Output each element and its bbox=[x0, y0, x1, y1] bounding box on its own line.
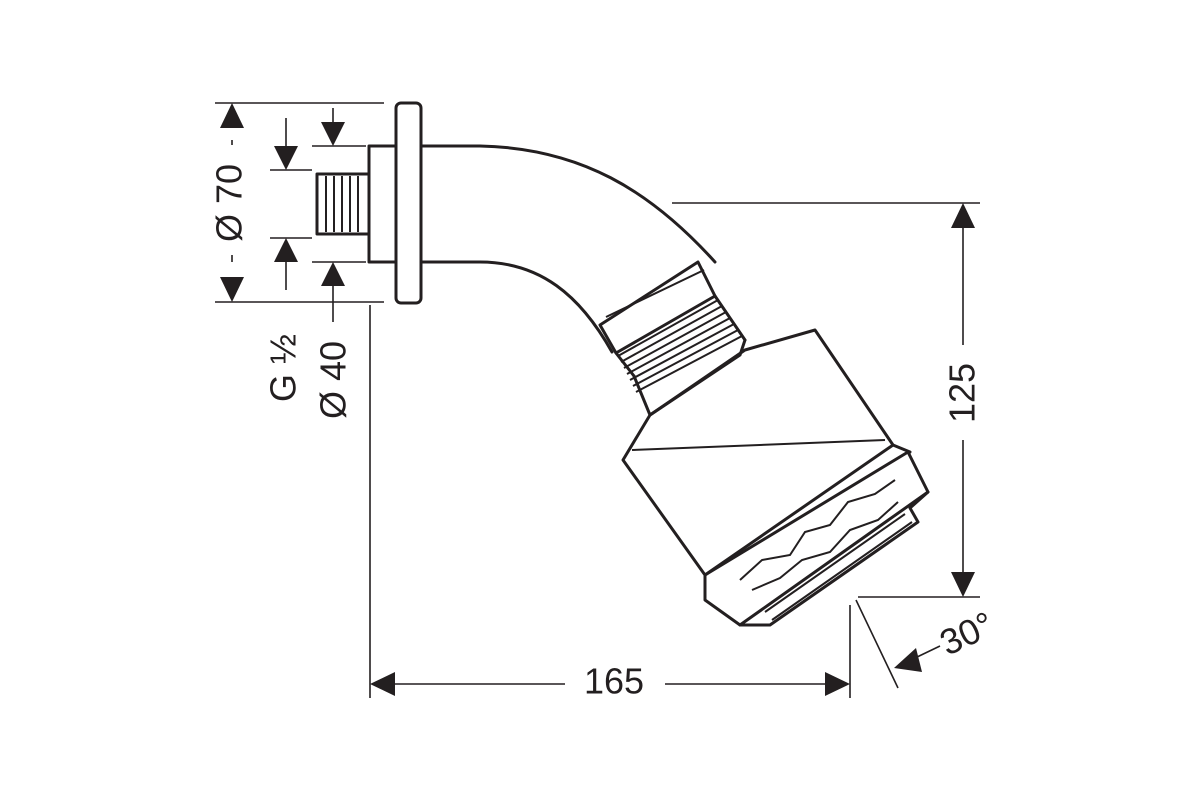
arrow-left-icon bbox=[894, 648, 922, 672]
dimension-height: 125 bbox=[672, 202, 983, 598]
thread-size-label: G ½ bbox=[263, 334, 304, 402]
spray-face bbox=[703, 450, 930, 627]
arrow-down-icon bbox=[220, 277, 244, 302]
projection-label: 165 bbox=[584, 661, 644, 702]
dimension-projection: 165 bbox=[369, 305, 851, 702]
curved-arm bbox=[419, 144, 717, 354]
connector-body bbox=[367, 144, 398, 264]
tilt-angle-label: 30° bbox=[933, 603, 1000, 663]
threaded-nipple bbox=[315, 172, 371, 236]
height-label: 125 bbox=[942, 363, 983, 423]
dimension-flange-diameter: Ø 70 bbox=[209, 102, 384, 303]
shower-head-outline bbox=[315, 101, 930, 627]
wall-flange bbox=[394, 101, 423, 305]
arrow-up-icon bbox=[321, 262, 345, 286]
arrow-up-icon bbox=[951, 203, 975, 228]
arrow-up-icon bbox=[274, 238, 298, 262]
flange-diameter-label: Ø 70 bbox=[209, 164, 250, 242]
arrow-left-icon bbox=[370, 672, 395, 696]
arrow-down-icon bbox=[274, 146, 298, 170]
dimension-thread-size: G ½ bbox=[263, 118, 312, 402]
arrow-right-icon bbox=[825, 672, 850, 696]
connector-diameter-label: Ø 40 bbox=[313, 341, 354, 419]
nozzle-plate bbox=[738, 490, 930, 627]
arrow-up-icon bbox=[220, 103, 244, 128]
dimension-connector-diameter: Ø 40 bbox=[312, 108, 366, 419]
arm-collar bbox=[598, 260, 717, 355]
dimension-tilt-angle: 30° bbox=[855, 599, 1000, 689]
arrow-down-icon bbox=[951, 572, 975, 597]
arrow-down-icon bbox=[321, 122, 345, 146]
ball-joint-thread bbox=[614, 294, 747, 393]
